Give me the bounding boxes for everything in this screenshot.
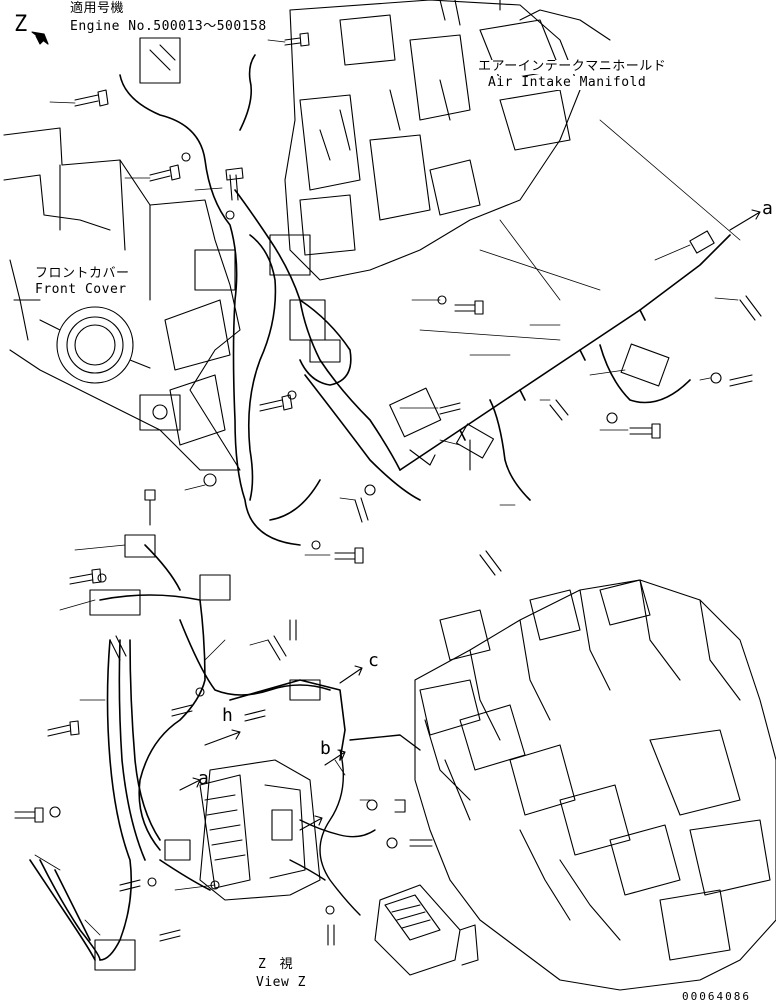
top-connectors — [139, 37, 715, 471]
connector-label-b: b — [320, 738, 332, 759]
front-cover-label-jp: フロントカバー — [35, 266, 130, 281]
lower-engine-block — [414, 579, 776, 991]
connector-label-a-top: a — [762, 198, 774, 219]
connector-label-h: h — [222, 705, 234, 726]
front-cover-label-en: Front Cover — [35, 282, 127, 297]
connector-label-a-bottom: a — [198, 768, 210, 789]
view-z-label-jp: Z 視 — [258, 957, 296, 972]
intake-manifold-block — [284, 0, 611, 281]
top-wiring-harness — [119, 54, 731, 546]
front-cover-seal-ring — [39, 306, 151, 384]
view-z-connectors — [89, 489, 321, 971]
view-mark: Z — [14, 12, 28, 37]
lower-harness — [289, 734, 421, 916]
top-leader-lines — [49, 39, 741, 556]
drawing-number: 00064086 — [682, 990, 751, 1003]
view-z-ecu-bracket — [199, 759, 321, 901]
intake-manifold-label-jp: エアーインテークマニホールド — [478, 59, 667, 74]
view-z-harness — [29, 544, 346, 961]
lower-ecu-unit — [374, 884, 479, 976]
applicable-label-jp: 適用号機 — [70, 1, 125, 16]
intake-manifold-label-en: Air Intake Manifold — [488, 75, 647, 90]
view-z-pointer-arrow — [31, 31, 49, 45]
front-cover-outline — [3, 127, 241, 471]
view-z-bolts-washers — [14, 568, 433, 946]
applicable-engine-numbers: Engine No.500013～500158 — [70, 19, 267, 34]
top-bolts-washers — [74, 32, 762, 576]
connector-label-c: c — [368, 650, 380, 671]
connector-arrows — [179, 209, 761, 831]
view-z-label-en: View Z — [256, 975, 306, 990]
